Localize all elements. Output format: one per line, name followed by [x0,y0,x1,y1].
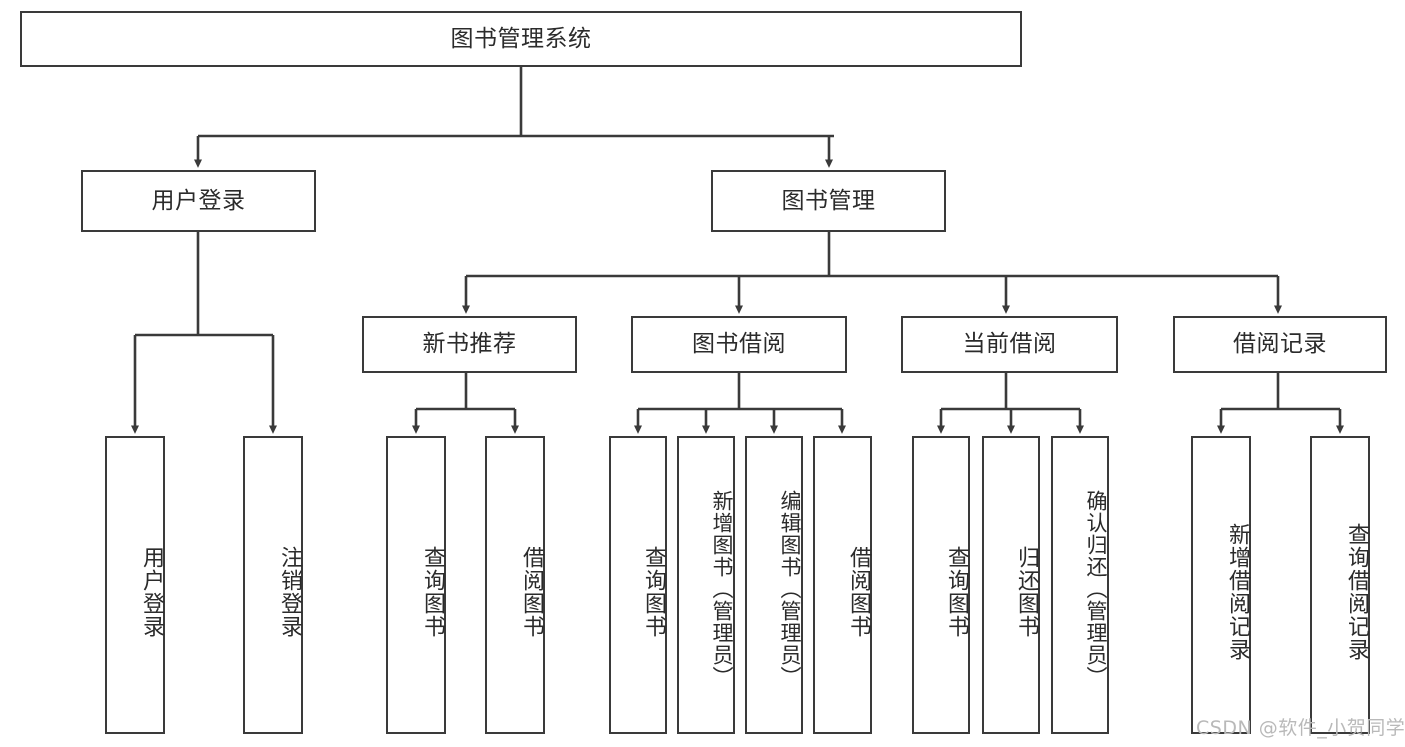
leaf-return-book[interactable]: 归还图书 [982,436,1040,734]
leaf-add-book-admin[interactable]: 新增图书（管理员） [677,436,735,734]
leaf-query-borrow-record[interactable]: 查询借阅记录 [1310,436,1370,734]
node-current-borrow[interactable]: 当前借阅 [901,316,1118,373]
leaf-confirm-return-admin[interactable]: 确认归还（管理员） [1051,436,1109,734]
node-book-borrow[interactable]: 图书借阅 [631,316,847,373]
node-root[interactable]: 图书管理系统 [20,11,1022,67]
node-borrow-record[interactable]: 借阅记录 [1173,316,1387,373]
leaf-borrow-book[interactable]: 借阅图书 [813,436,872,734]
leaf-query-book-current[interactable]: 查询图书 [912,436,970,734]
leaf-query-book-recommend[interactable]: 查询图书 [386,436,446,734]
node-new-book-recommend[interactable]: 新书推荐 [362,316,577,373]
leaf-add-borrow-record[interactable]: 新增借阅记录 [1191,436,1251,734]
leaf-borrow-book-recommend[interactable]: 借阅图书 [485,436,545,734]
node-book-manage[interactable]: 图书管理 [711,170,946,232]
leaf-user-login[interactable]: 用户登录 [105,436,165,734]
node-user-login[interactable]: 用户登录 [81,170,316,232]
leaf-logout-login[interactable]: 注销登录 [243,436,303,734]
leaf-edit-book-admin[interactable]: 编辑图书（管理员） [745,436,803,734]
csdn-watermark: CSDN @软件_小贺同学 [1196,717,1405,739]
leaf-query-book-borrow[interactable]: 查询图书 [609,436,667,734]
